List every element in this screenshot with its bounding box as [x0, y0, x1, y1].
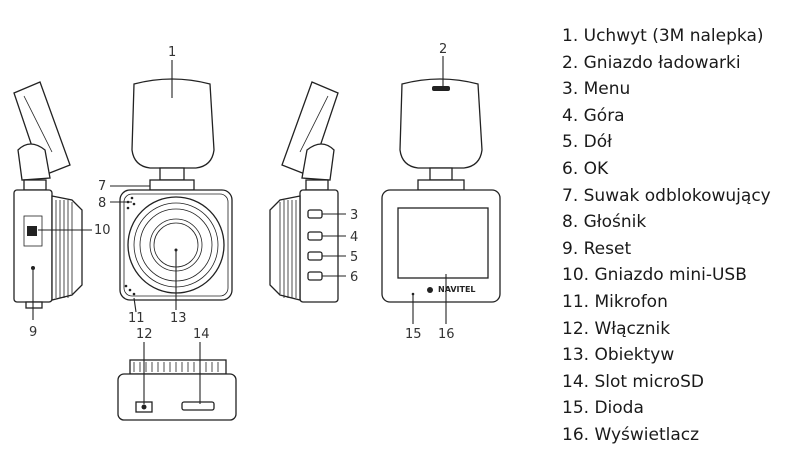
- callout-10: 10: [94, 223, 111, 238]
- callout-4: 4: [350, 230, 358, 245]
- right-side-view: [269, 81, 339, 303]
- legend-item-7: 7. Suwak odblokowujący: [562, 185, 771, 206]
- legend-item-13: 13. Obiektyw: [562, 345, 675, 366]
- callout-16: 16: [438, 327, 455, 342]
- legend-item-10: 10. Gniazdo mini-USB: [562, 265, 747, 286]
- callout-8: 8: [98, 196, 106, 211]
- legend-item-5: 5. Dół: [562, 132, 612, 153]
- leader-lines: [32, 56, 447, 404]
- back-view: NAVITEL: [381, 78, 501, 303]
- legend-item-1: 1. Uchwyt (3M nalepka): [562, 26, 764, 46]
- legend-item-9: 9. Reset: [562, 238, 632, 259]
- callout-13: 13: [170, 311, 187, 326]
- callout-5: 5: [350, 250, 358, 265]
- callout-15: 15: [405, 327, 422, 342]
- callout-9: 9: [29, 325, 37, 340]
- legend-item-6: 6. OK: [562, 158, 609, 179]
- legend-item-14: 14. Slot microSD: [562, 371, 704, 392]
- callout-11: 11: [128, 311, 145, 326]
- legend-item-16: 16. Wyświetlacz: [562, 424, 700, 445]
- legend-item-4: 4. Góra: [562, 105, 625, 126]
- legend-item-11: 11. Mikrofon: [562, 291, 668, 312]
- callout-3: 3: [350, 208, 358, 223]
- callout-1: 1: [168, 45, 176, 60]
- parts-legend: 1. Uchwyt (3M nalepka) 2. Gniazdo ładowa…: [562, 23, 771, 449]
- callout-14: 14: [193, 327, 210, 342]
- legend-item-8: 8. Głośnik: [562, 212, 647, 233]
- legend-item-2: 2. Gniazdo ładowarki: [562, 52, 741, 73]
- front-view: [119, 78, 233, 301]
- bottom-view: [117, 359, 237, 421]
- callout-2: 2: [439, 42, 447, 57]
- callout-12: 12: [136, 327, 153, 342]
- callout-labels: 1 2 3 4 5 6 7 8 9 10 11 12 13 14 15 16: [29, 42, 455, 342]
- legend-item-12: 12. Włącznik: [562, 318, 671, 339]
- brand-label: NAVITEL: [438, 285, 476, 294]
- left-side-view: [13, 81, 83, 309]
- legend-item-15: 15. Dioda: [562, 398, 644, 419]
- legend-item-3: 3. Menu: [562, 79, 631, 100]
- callout-6: 6: [350, 270, 358, 285]
- callout-7: 7: [98, 179, 106, 194]
